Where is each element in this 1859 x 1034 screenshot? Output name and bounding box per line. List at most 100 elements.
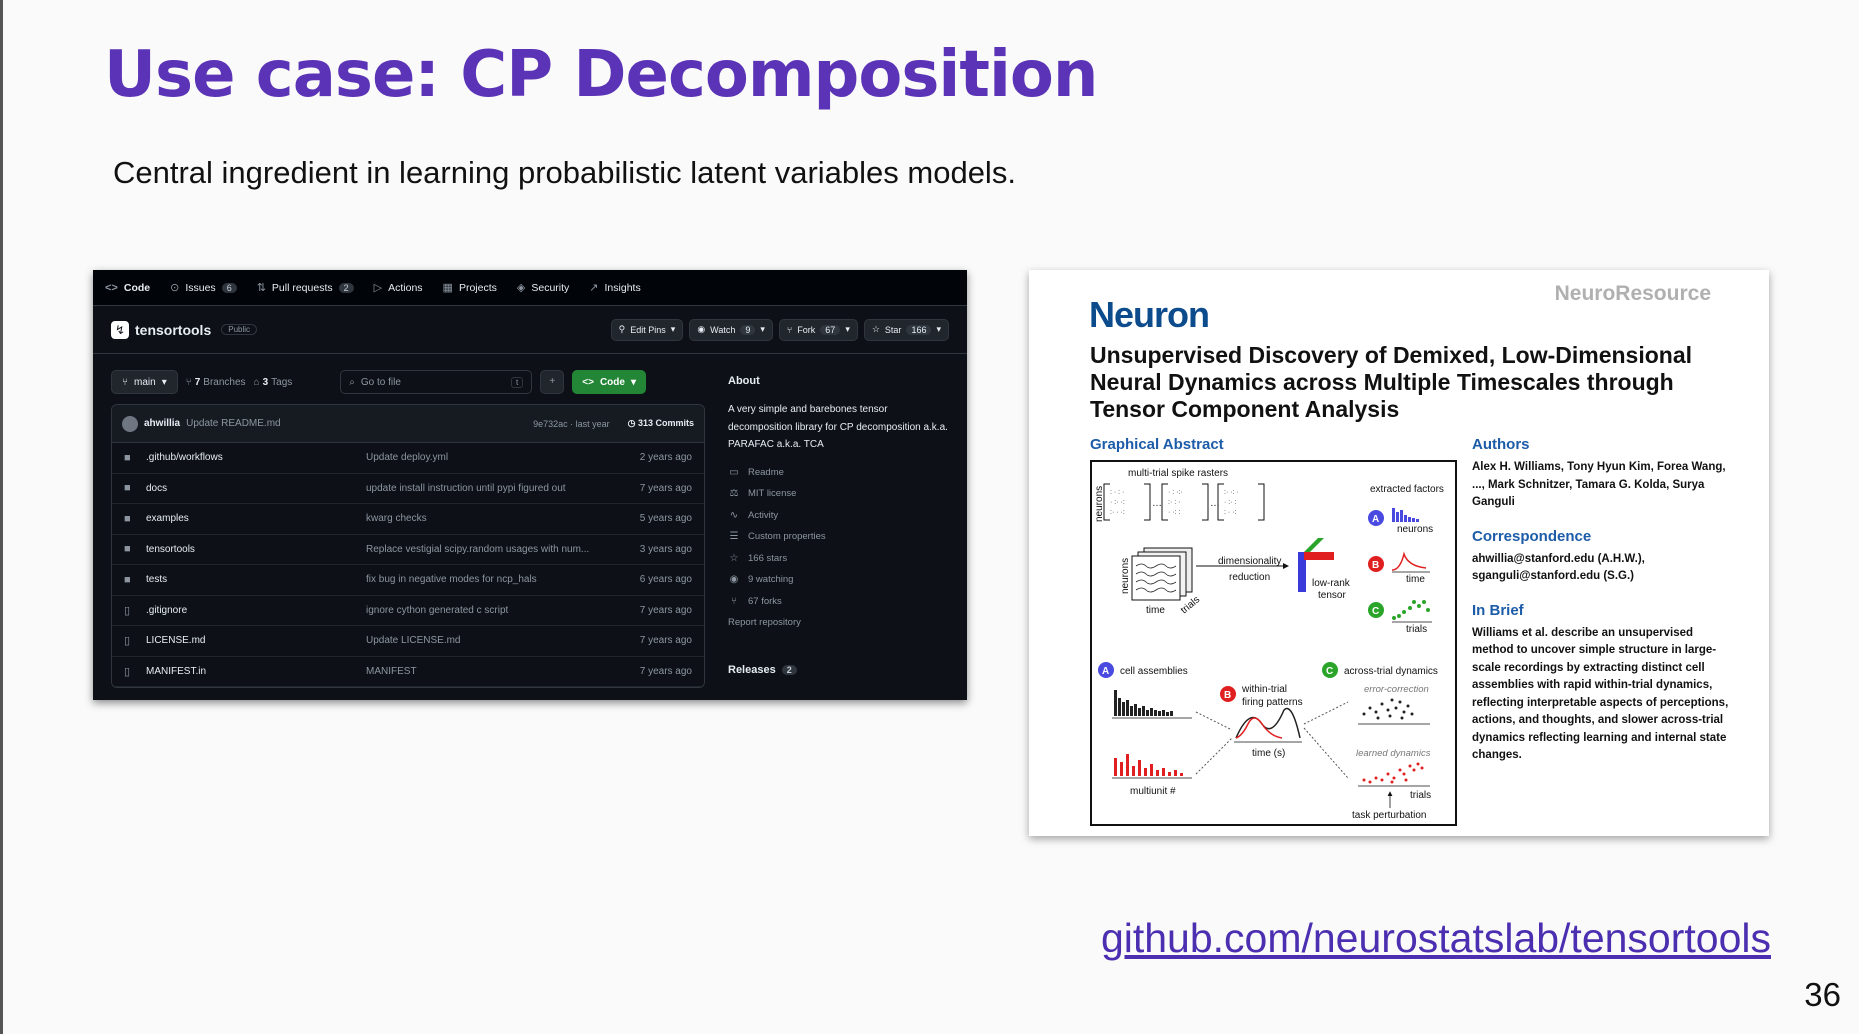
tag-icon: ⌂ [253, 376, 260, 388]
code-icon: <> [582, 376, 594, 388]
about-item-label: Activity [748, 509, 779, 521]
file-time: 2 years ago [639, 452, 692, 464]
book-icon: ▭ [729, 466, 739, 478]
fig-label-within-trial: firing patterns [1242, 697, 1303, 708]
edit-pins-button[interactable]: ⚲Edit Pins▾ [610, 318, 684, 341]
fig-label-multiunit: multiunit # [1130, 786, 1176, 797]
tab-label: Code [123, 281, 151, 294]
tab-insights[interactable]: ↗Insights [589, 281, 640, 295]
factor-c-badge [1368, 602, 1384, 618]
repo-logo-icon: ↯ [111, 320, 129, 339]
about-license-link[interactable]: ⚖MIT license [728, 483, 948, 505]
branches-count: 7 [194, 376, 201, 388]
search-icon: ⌕ [349, 376, 355, 388]
about-item-label: Readme [748, 466, 784, 478]
visibility-badge: Public [221, 324, 258, 335]
fig-label-neurons: neurons [1120, 558, 1131, 594]
chevron-down-icon: ▾ [670, 324, 676, 334]
file-name[interactable]: tensortools [146, 543, 195, 555]
commit-sha-time[interactable]: 9e732ac · last year [533, 418, 610, 429]
svg-text::· ·: ·: :· ·: · [1224, 489, 1239, 496]
file-time: 7 years ago [639, 482, 692, 494]
factor-b-letter: B [1372, 560, 1379, 571]
file-commit-message[interactable]: update install instruction until pypi fi… [366, 482, 566, 494]
file-commit-message[interactable]: kwarg checks [366, 513, 427, 525]
watch-count: 9 [740, 324, 756, 335]
fig-label-trials: trials [1179, 594, 1202, 616]
go-to-file-placeholder: Go to file [360, 376, 401, 388]
file-commit-message[interactable]: Update deploy.yml [366, 452, 449, 464]
commits-link[interactable]: ◷ 313 Commits [628, 418, 694, 429]
code-icon: <> [105, 281, 118, 294]
file-time: 5 years ago [639, 513, 692, 525]
tab-security[interactable]: ◈Security [517, 281, 569, 295]
star-label: Star [884, 324, 902, 335]
about-item-label: 9 watching [748, 574, 794, 586]
file-icon: ▯ [124, 665, 131, 678]
about-forks-link[interactable]: ⑂67 forks [728, 591, 948, 613]
chevron-down-icon: ▾ [161, 376, 167, 388]
file-name[interactable]: examples [146, 513, 189, 525]
factor-b-badge [1368, 556, 1384, 572]
file-commit-message[interactable]: Replace vestigial scipy.random usages wi… [366, 543, 590, 555]
about-watching-link[interactable]: ◉9 watching [728, 569, 948, 591]
about-activity-link[interactable]: ∿Activity [728, 505, 948, 527]
about-readme-link[interactable]: ▭ Readme [728, 462, 948, 484]
about-custom-properties-link[interactable]: ☰Custom properties [728, 526, 948, 548]
graphical-abstract-svg: multi-trial spike rasters : · : ·· :· ·:… [1094, 468, 1444, 821]
file-name[interactable]: LICENSE.md [146, 635, 206, 647]
about-stars-link[interactable]: ☆166 stars [728, 548, 948, 570]
file-commit-message[interactable]: Update LICENSE.md [366, 635, 461, 647]
commit-author[interactable]: ahwillia [144, 418, 181, 429]
avatar[interactable] [122, 415, 138, 432]
branch-name: main [134, 376, 156, 388]
branch-selector[interactable]: ⑂main▾ [111, 370, 178, 394]
file-name[interactable]: .gitignore [146, 604, 188, 616]
about-heading: About [728, 375, 760, 387]
about-item-label: 67 forks [748, 595, 782, 607]
about-item-label: Custom properties [748, 531, 826, 543]
repo-name[interactable]: tensortools [135, 321, 212, 338]
add-file-button[interactable]: + [540, 370, 565, 394]
file-name[interactable]: tests [146, 574, 168, 586]
code-button[interactable]: <>Code▾ [572, 370, 646, 394]
file-name[interactable]: docs [146, 482, 168, 494]
ellipsis: … [1210, 498, 1220, 509]
tab-actions[interactable]: ▷Actions [374, 281, 423, 295]
tab-projects[interactable]: ▦Projects [443, 281, 497, 295]
factor-a-letter: A [1102, 666, 1109, 677]
tab-label: Projects [458, 281, 497, 294]
report-repository-link[interactable]: Report repository [728, 612, 948, 634]
file-commit-message[interactable]: fix bug in negative modes for ncp_hals [366, 574, 537, 586]
github-link[interactable]: github.com/neurostatslab/tensortools [1100, 915, 1771, 961]
file-commit-message[interactable]: MANIFEST [366, 665, 417, 677]
factor-b-curve [1391, 551, 1427, 571]
commit-message[interactable]: Update README.md [186, 418, 281, 429]
file-commit-message[interactable]: ignore cython generated c script [366, 604, 509, 616]
file-name[interactable]: .github/workflows [146, 452, 223, 464]
about-panel: About A very simple and barebones tensor… [728, 375, 948, 676]
ellipsis: … [1152, 498, 1162, 509]
file-name[interactable]: MANIFEST.in [146, 665, 207, 677]
data-tensor-cube [1131, 547, 1193, 601]
tab-code[interactable]: <> Code [105, 282, 150, 294]
